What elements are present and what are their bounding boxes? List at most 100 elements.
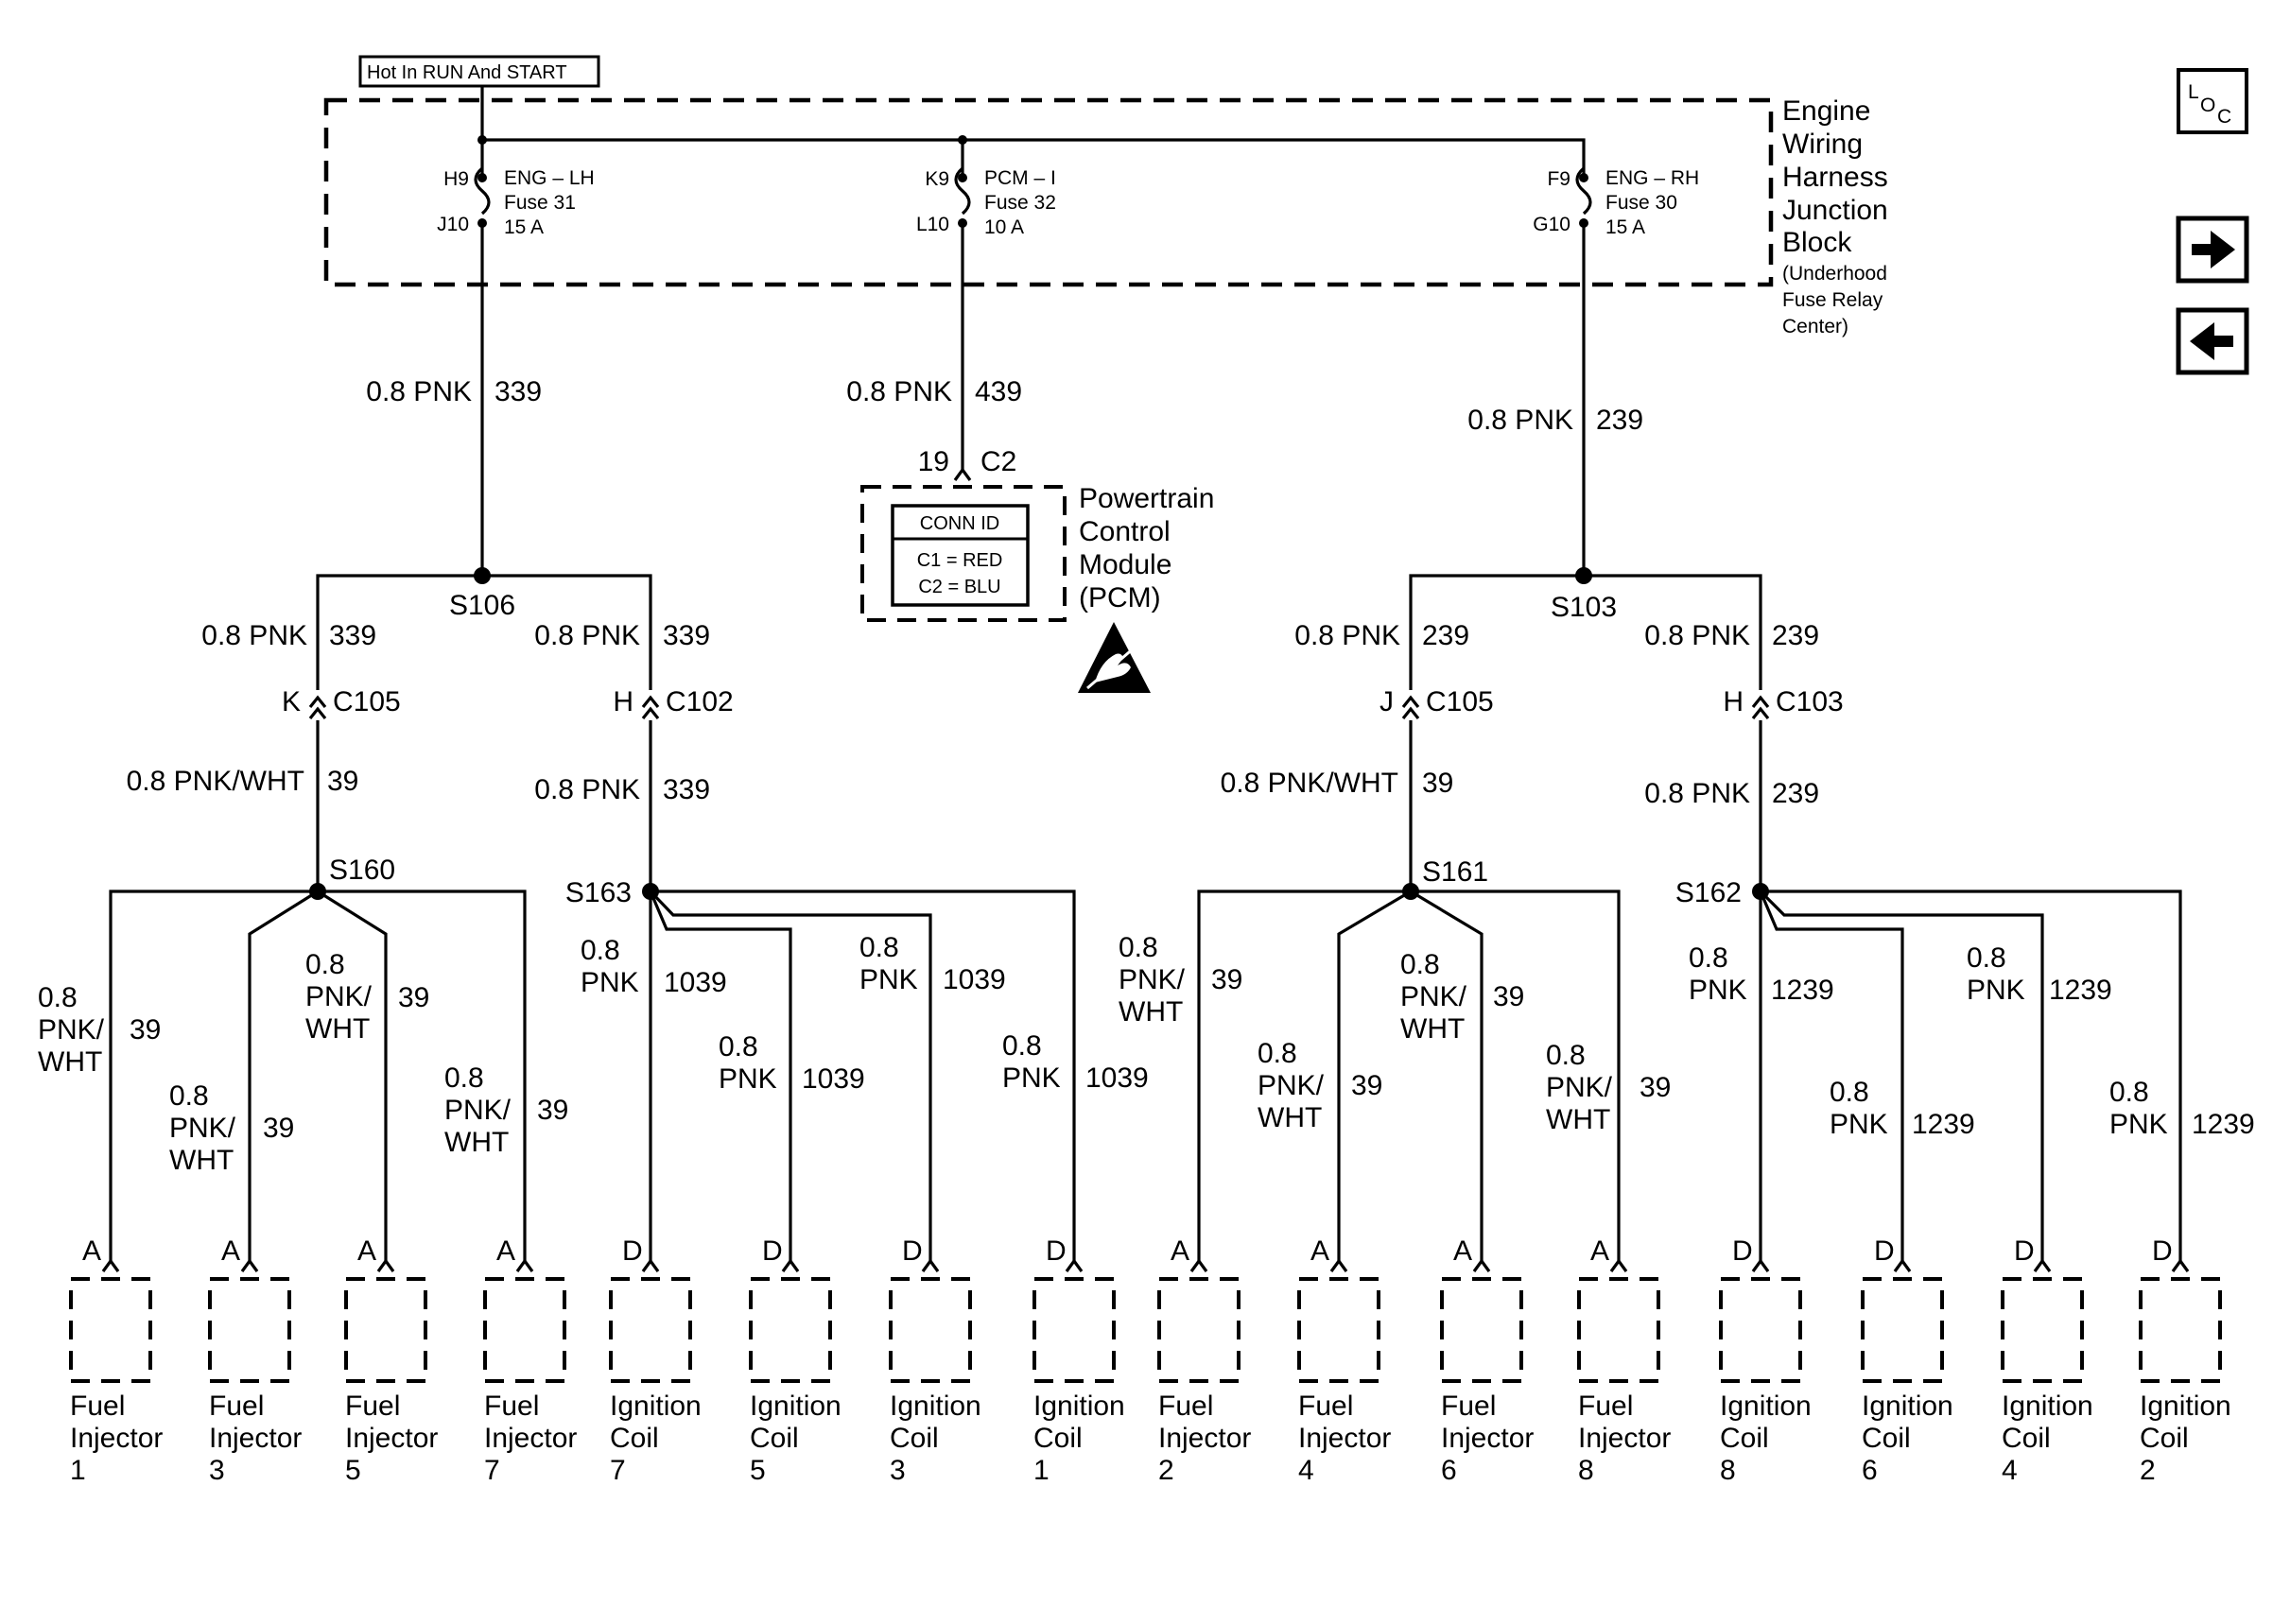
component-label-line: Fuel	[70, 1391, 125, 1422]
loc-icon[interactable]: L O C	[2177, 68, 2248, 134]
left-arrow-icon[interactable]	[2176, 307, 2249, 375]
component-connector-symbol	[1751, 1258, 1770, 1272]
splice-label: S162	[1675, 877, 1742, 908]
drop-wire-gauge-line: WHT	[1546, 1104, 1610, 1135]
drop-wire-circuit: 1239	[1912, 1109, 1975, 1140]
splice-label: S163	[565, 877, 632, 908]
component-outline	[344, 1277, 427, 1383]
drop-wire-circuit: 1039	[1085, 1063, 1149, 1094]
drop-wire-gauge-line: PNK/	[1258, 1070, 1325, 1101]
inline-connector-pin: K	[282, 686, 301, 717]
drop-wire-gauge-line: 0.8	[444, 1063, 484, 1094]
component-label-line: Ignition	[1033, 1391, 1125, 1422]
drop-wire-gauge-line: PNK/	[1546, 1072, 1613, 1103]
component-outline	[1032, 1277, 1116, 1383]
component-outline	[749, 1277, 832, 1383]
feed-wire-gauge: 0.8 PNK	[846, 376, 952, 407]
component-label-line: 6	[1862, 1455, 1878, 1486]
component-label-line: Fuel	[1298, 1391, 1353, 1422]
junction-block-subtitle-line: (Underhood	[1782, 263, 1887, 285]
component-outline	[1440, 1277, 1523, 1383]
component-outline	[1577, 1277, 1660, 1383]
fuse-name: ENG – RH	[1605, 167, 1699, 189]
power-label: Hot In RUN And START	[367, 62, 567, 83]
component-label-line: 4	[2002, 1455, 2018, 1486]
drop-wire-gauge-line: PNK	[859, 964, 918, 995]
inline-connector-c102-h: H C102	[613, 686, 734, 720]
component-pin: D	[1732, 1235, 1753, 1267]
splice-s163	[642, 883, 659, 900]
drop-wire-gauge-line: PNK	[2109, 1109, 2168, 1140]
drop-wire-circuit: 39	[537, 1095, 568, 1126]
power-bus-wire	[480, 86, 1586, 178]
component-outline	[208, 1277, 291, 1383]
drop-wire-circuit: 39	[130, 1014, 161, 1045]
component-label-line: Fuel	[209, 1391, 264, 1422]
component-pin: A	[357, 1235, 376, 1267]
junction-block-title-line: Junction	[1782, 195, 1888, 226]
drop-wire-circuit: 1239	[2192, 1109, 2255, 1140]
component-outline	[483, 1277, 566, 1383]
component-label-line: Ignition	[1720, 1391, 1812, 1422]
component-label-line: Coil	[2140, 1423, 2189, 1454]
right-arrow-icon[interactable]	[2176, 216, 2249, 284]
drop-wire-circuit: 1039	[943, 964, 1006, 995]
loc-icon-glyph-l: L	[2188, 81, 2199, 103]
pcm-label-line: Module	[1079, 549, 1171, 580]
component-connector-symbol	[1189, 1258, 1208, 1272]
pcm-outline	[860, 485, 1067, 622]
inline-connector-id: C102	[666, 686, 734, 717]
component-connector-symbol	[2033, 1258, 2052, 1272]
component-outline	[2139, 1277, 2222, 1383]
feed-wire-gauge: 0.8 PNK	[366, 376, 472, 407]
component-pin: A	[496, 1235, 515, 1267]
lower-wire-gauge: 0.8 PNK/WHT	[127, 766, 304, 797]
inline-connector-pin: H	[1723, 686, 1744, 717]
component-connector-symbol	[1065, 1258, 1084, 1272]
conn-id-title: CONN ID	[920, 513, 999, 534]
splice-s161	[1402, 883, 1419, 900]
drop-wire-gauge-line: 0.8	[1967, 942, 2006, 974]
pcm-connector-symbol	[953, 467, 972, 481]
drop-wire-labels: 0.8 PNK/ WHT 39 0.8 PNK/ WHT 39 0.8 PNK/…	[38, 932, 2255, 1176]
component-label-line: Coil	[750, 1423, 799, 1454]
inline-connector-id: C105	[333, 686, 401, 717]
component-label-line: 8	[1578, 1455, 1594, 1486]
splice-label: S160	[329, 855, 395, 886]
fuse-terminal	[1579, 173, 1588, 182]
component-outline	[1861, 1277, 1944, 1383]
component-connector-symbol	[515, 1258, 534, 1272]
drop-wire-circuit: 1039	[664, 967, 727, 998]
fuse-pin-out: L10	[916, 214, 949, 235]
component-label-line: Injector	[1578, 1423, 1671, 1454]
drop-wire-gauge-line: 0.8	[719, 1031, 758, 1063]
drop-wire-gauge-line: WHT	[444, 1127, 509, 1158]
splice-label: S106	[449, 590, 515, 621]
drop-wire-circuit: 39	[1493, 981, 1524, 1012]
drop-wire-gauge-line: 0.8	[581, 935, 620, 966]
junction-block-title-line: Wiring	[1782, 129, 1863, 160]
component-outline	[1297, 1277, 1380, 1383]
component-pin: D	[762, 1235, 783, 1267]
component-pin: D	[2014, 1235, 2035, 1267]
fuse-symbol	[1575, 166, 1592, 216]
component-pin: A	[221, 1235, 240, 1267]
power-label-box	[358, 55, 600, 88]
drop-wire-gauge-line: PNK/	[444, 1095, 512, 1126]
conn-id-box	[891, 504, 1030, 607]
inline-connector-pin: H	[613, 686, 633, 717]
inline-connector-c105-k: K C105	[282, 686, 401, 720]
component-connector-symbol	[641, 1258, 660, 1272]
power-bus-node	[477, 135, 487, 145]
fuse-pin-in: K9	[925, 168, 949, 190]
fuse-number: Fuse 30	[1605, 192, 1677, 214]
component-label-line: 3	[209, 1455, 225, 1486]
component-label-line: Coil	[1862, 1423, 1911, 1454]
